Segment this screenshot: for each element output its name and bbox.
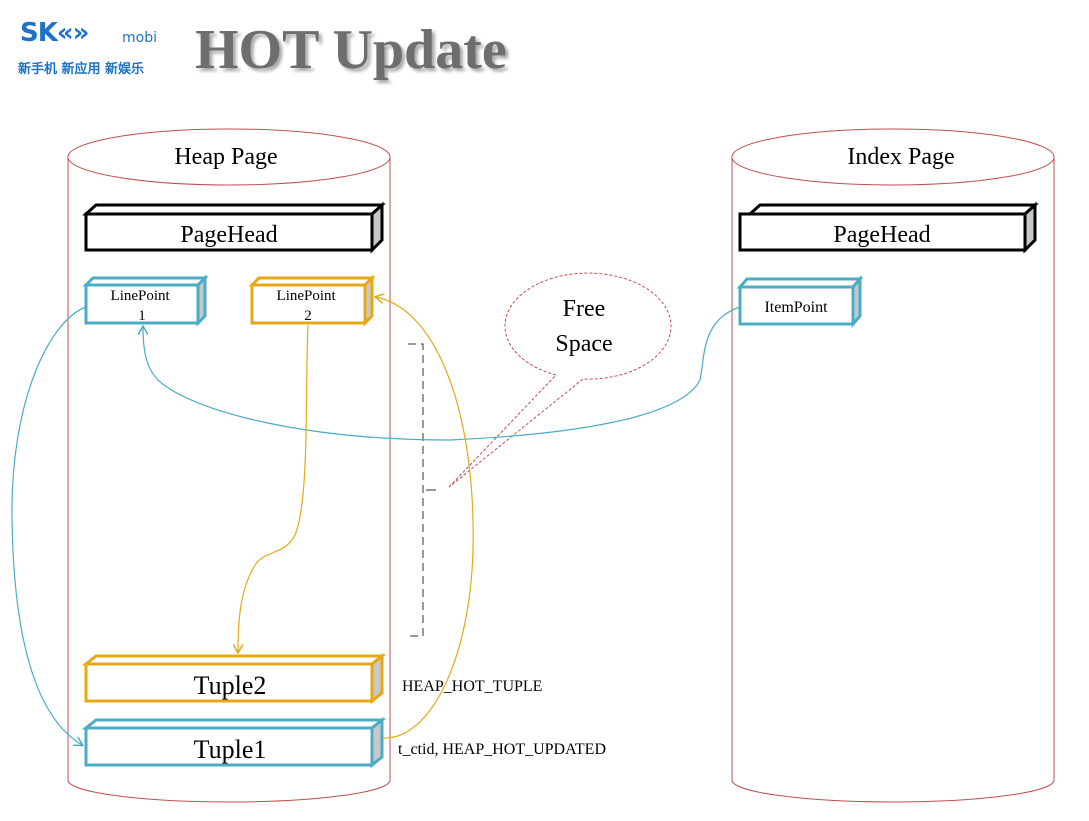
linepoint-2-line1: LinePoint (277, 288, 337, 304)
linepoint-1-line1: LinePoint (111, 288, 171, 304)
itempoint-box (736, 275, 864, 328)
tuple2-note: HEAP_HOT_TUPLE (402, 678, 542, 695)
index-pagehead-label: PageHead (833, 222, 930, 248)
linepoint1-to-tuple1-arrow (11, 306, 87, 745)
tuple2-label: Tuple2 (194, 671, 267, 700)
heap-pagehead-box (82, 201, 386, 254)
logo-wordmark: SK«» (20, 18, 89, 48)
page-title: HOT Update (195, 19, 507, 81)
linepoint-1-box (82, 274, 209, 327)
linepoint-2-box (248, 274, 376, 327)
linepoint-1-line2: 1 (138, 308, 146, 324)
tuple1-note: t_ctid, HEAP_HOT_UPDATED (398, 741, 606, 758)
heap-page-label: Heap Page (174, 144, 277, 170)
free-space-line1: Free (563, 296, 606, 322)
linepoint-1-label: LinePoint 1 (111, 288, 174, 324)
logo-mobi: mobi (122, 30, 157, 46)
index-pagehead-box (738, 201, 1039, 254)
free-space-bracket (408, 343, 436, 637)
linepoint-2-line2: 2 (304, 308, 312, 324)
company-logo: SK«» mobi 新手机 新应用 新娱乐 (18, 18, 178, 78)
tuple1-label: Tuple1 (194, 735, 267, 764)
tuple1-ctid-to-linepoint2-arrow (376, 297, 474, 739)
linepoint-2-label: LinePoint 2 (277, 288, 340, 324)
heap-pagehead-label: PageHead (180, 222, 277, 248)
free-space-callout (448, 272, 672, 488)
tuple1-box (81, 716, 387, 769)
index-page-label: Index Page (847, 144, 954, 170)
tuple2-box (81, 652, 387, 705)
itempoint-to-linepoint1-arrow (143, 306, 741, 441)
logo-slogan: 新手机 新应用 新娱乐 (18, 62, 145, 77)
itempoint-label: ItemPoint (764, 299, 828, 316)
free-space-line2: Space (555, 331, 612, 357)
heap-page-cylinder (67, 128, 391, 803)
linepoint2-to-tuple2-arrow (238, 324, 309, 652)
index-page-cylinder (731, 128, 1055, 803)
